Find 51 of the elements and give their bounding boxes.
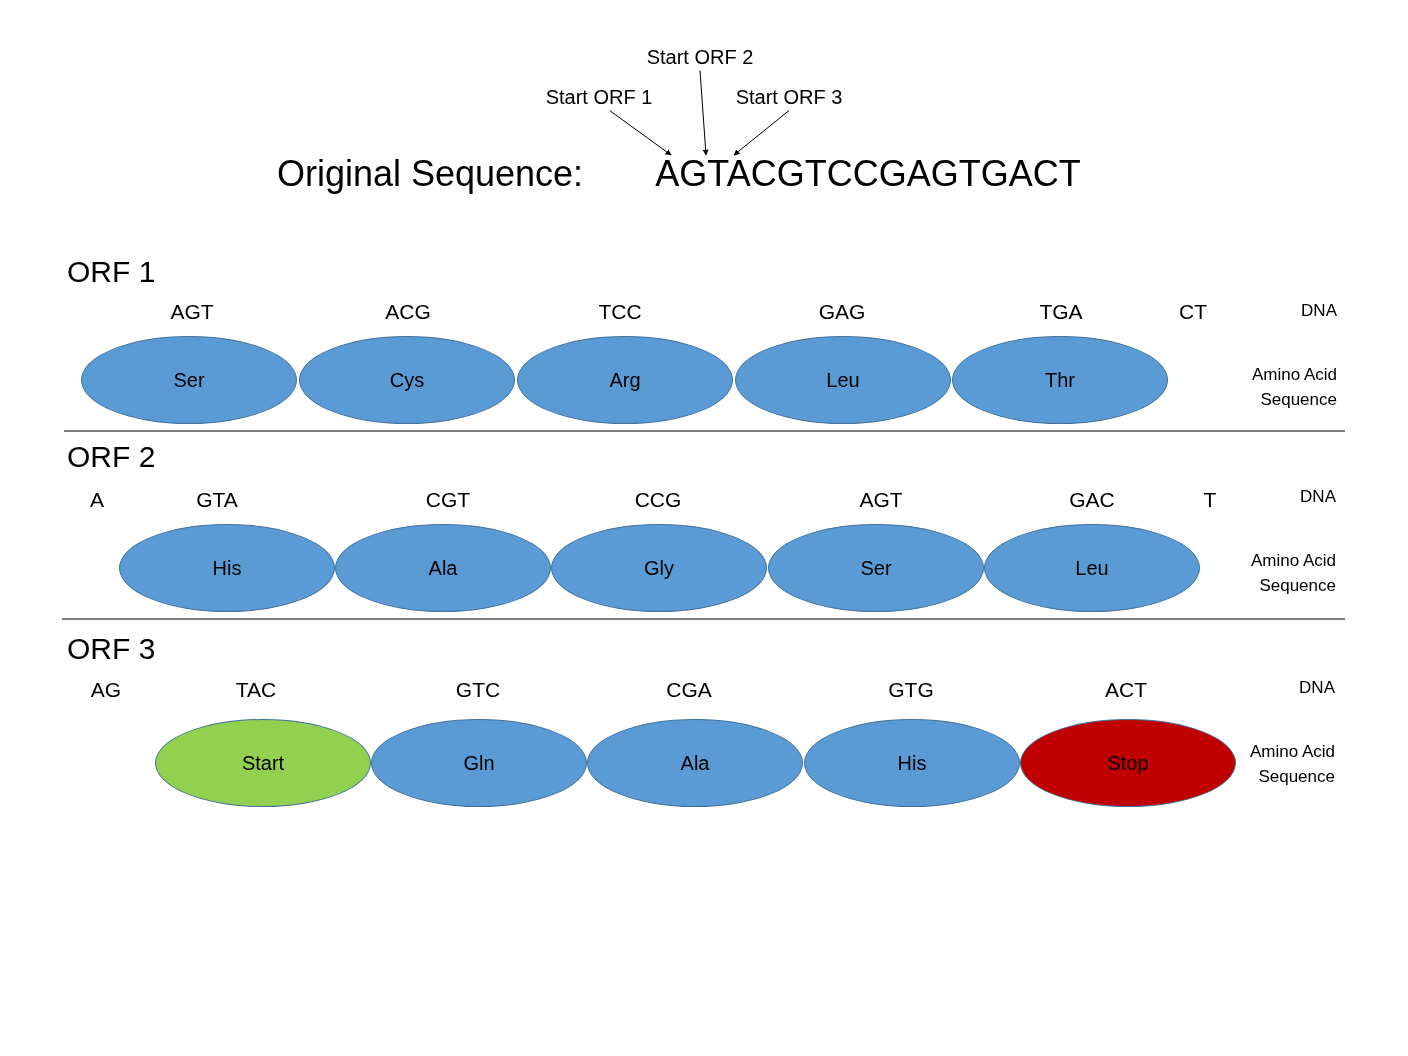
amino-acid-ellipse: Gln [371, 719, 587, 807]
amino-acid-ellipse: Ala [587, 719, 803, 807]
amino-acid-ellipse: Leu [735, 336, 951, 424]
row-label: DNA [1300, 487, 1336, 507]
start-label: Start ORF 2 [646, 45, 754, 69]
amino-acid-ellipse: Ser [768, 524, 984, 612]
row-label: Amino Acid Sequence [1248, 741, 1335, 788]
codon-label: ACT [1105, 678, 1147, 702]
amino-acid-ellipse: Thr [952, 336, 1168, 424]
amino-acid-ellipse: Ser [81, 336, 297, 424]
codon-label: AGT [170, 300, 214, 324]
amino-acid-ellipse: His [119, 524, 335, 612]
arrow [609, 110, 672, 156]
codon-label: TGA [1039, 300, 1083, 324]
orf-heading: ORF 3 [67, 632, 156, 666]
codon-label: TCC [598, 300, 642, 324]
amino-acid-ellipse: Cys [299, 336, 515, 424]
amino-acid-ellipse: Arg [517, 336, 733, 424]
codon-label: GTC [455, 678, 501, 702]
amino-acid-ellipse: His [804, 719, 1020, 807]
arrow [733, 110, 790, 156]
sequence-heading: Original Sequence: [276, 153, 584, 195]
codon-label: CGA [666, 678, 712, 702]
start-label: Start ORF 1 [545, 85, 653, 109]
orf-heading: ORF 1 [67, 255, 156, 289]
row-label: DNA [1299, 678, 1335, 698]
arrow [699, 70, 709, 156]
codon-label: TAC [235, 678, 277, 702]
codon-label: GAC [1069, 488, 1115, 512]
codon-label: AG [90, 678, 122, 702]
row-label: Amino Acid Sequence [1249, 550, 1336, 597]
amino-acid-ellipse: Leu [984, 524, 1200, 612]
row-label: Amino Acid Sequence [1250, 364, 1337, 411]
amino-acid-ellipse: Start [155, 719, 371, 807]
amino-acid-ellipse: Gly [551, 524, 767, 612]
codon-label: GAG [818, 300, 866, 324]
codon-label: T [1203, 488, 1217, 512]
codon-label: CGT [425, 488, 471, 512]
codon-label: CT [1179, 300, 1207, 324]
codon-label: A [90, 488, 104, 512]
amino-acid-ellipse: Stop [1020, 719, 1236, 807]
dna-sequence: AGTACGTCCGAGTGACT [655, 153, 1081, 195]
codon-label: ACG [385, 300, 431, 324]
row-label: DNA [1301, 301, 1337, 321]
codon-label: GTG [888, 678, 934, 702]
codon-label: AGT [859, 488, 903, 512]
codon-label: GTA [196, 488, 238, 512]
orf-heading: ORF 2 [67, 440, 156, 474]
codon-label: CCG [634, 488, 682, 512]
start-label: Start ORF 3 [735, 85, 843, 109]
amino-acid-ellipse: Ala [335, 524, 551, 612]
